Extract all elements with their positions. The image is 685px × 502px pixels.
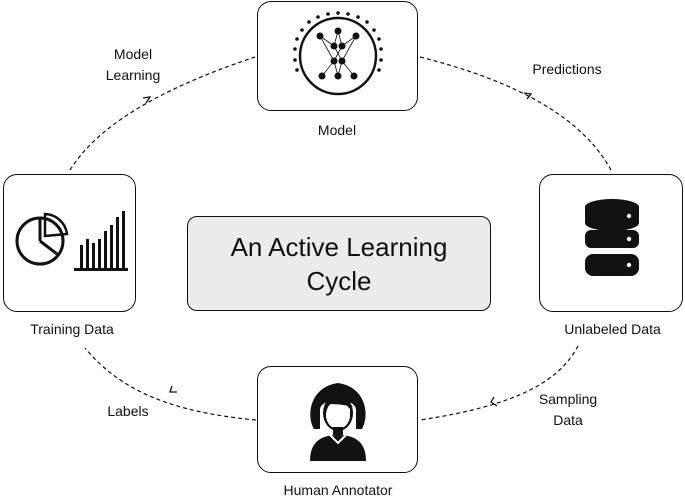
diagram-title-line2: Cycle <box>306 265 372 296</box>
edge-label-sampling-line1: Sampling <box>538 391 598 407</box>
arrowhead-labels <box>169 385 177 393</box>
edge-model-learning <box>69 56 256 171</box>
edge-label-sampling-data: Sampling Data <box>513 389 623 431</box>
model-label: Model <box>317 122 357 138</box>
training-data-label: Training Data <box>30 321 114 337</box>
person-icon <box>310 383 366 461</box>
neural-network-icon <box>293 11 383 96</box>
database-icon <box>585 199 639 276</box>
human-annotator-label: Human Annotator <box>283 482 393 498</box>
edge-sampling <box>419 345 579 421</box>
edge-label-predictions: Predictions <box>532 61 602 77</box>
model-node <box>257 1 418 111</box>
human-annotator-node <box>257 366 418 473</box>
diagram-title: An Active Learning Cycle <box>231 230 448 298</box>
edge-label-model-learning-line1: Model <box>113 46 153 62</box>
edge-predictions <box>419 56 613 173</box>
unlabeled-data-node <box>539 174 683 312</box>
edge-label-model-learning-line2: Learning <box>105 67 161 83</box>
edge-label-sampling-line2: Data <box>553 412 583 428</box>
arrowhead-predictions <box>523 92 533 100</box>
training-data-node <box>3 174 136 312</box>
arrowhead-model-learning <box>142 96 152 104</box>
chart-icon <box>15 211 128 271</box>
edge-label-model-learning: Model Learning <box>78 44 188 86</box>
title-box: An Active Learning Cycle <box>187 216 491 311</box>
unlabeled-data-label: Unlabeled Data <box>564 321 661 337</box>
arrowhead-sampling <box>490 396 498 407</box>
edge-label-labels: Labels <box>107 403 149 419</box>
diagram-title-line1: An Active Learning <box>230 231 448 262</box>
edge-labels <box>84 347 257 421</box>
